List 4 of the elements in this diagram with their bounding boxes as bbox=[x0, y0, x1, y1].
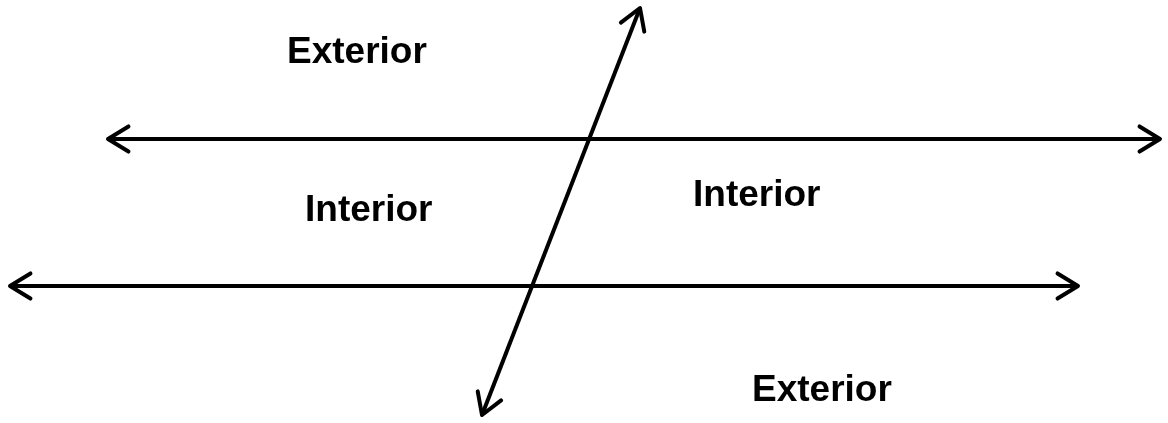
exterior-label: Exterior bbox=[287, 31, 427, 69]
interior-label: Interior bbox=[305, 189, 433, 227]
interior-label: Interior bbox=[693, 174, 821, 212]
exterior-label: Exterior bbox=[752, 369, 892, 407]
